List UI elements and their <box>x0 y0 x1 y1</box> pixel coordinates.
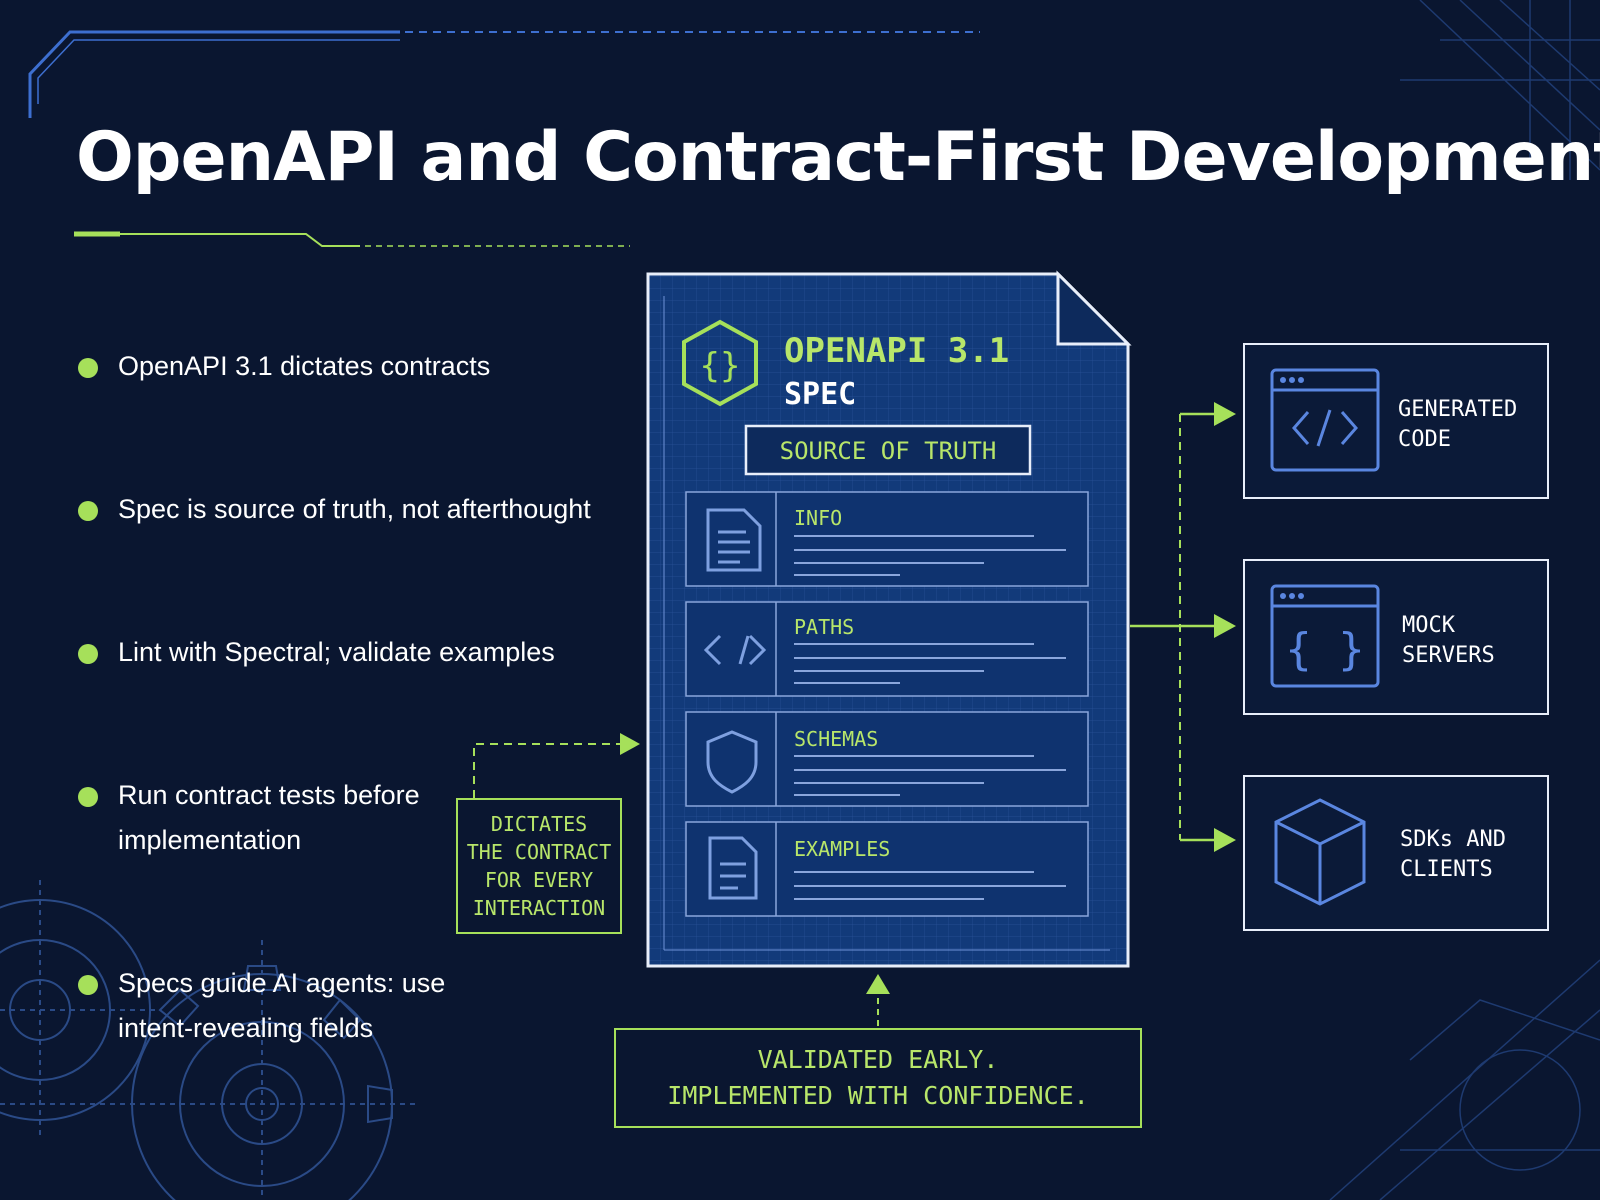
spec-section-paths <box>685 601 1089 697</box>
braces-hexagon-icon: {} <box>682 319 758 407</box>
bullet-list: OpenAPI 3.1 dictates contracts Spec is s… <box>78 344 598 1043</box>
bullet-dot-icon <box>78 787 98 807</box>
bullet-dot-icon <box>78 358 98 378</box>
output-label: CLIENTS <box>1400 857 1493 882</box>
bullet-item: Run contract tests before implementation <box>78 773 598 863</box>
bullet-item: OpenAPI 3.1 dictates contracts <box>78 344 598 389</box>
cube-icon <box>1274 798 1366 906</box>
bullet-dot-icon <box>78 501 98 521</box>
output-label: CODE <box>1398 427 1451 452</box>
shield-icon <box>706 730 758 794</box>
dictates-callout: DICTATES THE CONTRACT FOR EVERY INTERACT… <box>456 798 622 934</box>
bullet-item: Lint with Spectral; validate examples <box>78 630 598 675</box>
top-left-frame <box>28 30 980 118</box>
document-icon <box>706 508 762 572</box>
bullet-item: Specs guide AI agents: use intent-reveal… <box>78 961 478 1051</box>
svg-text:{}: {} <box>700 346 741 386</box>
file-lines-icon <box>708 836 758 900</box>
source-of-truth-badge <box>744 424 1032 476</box>
output-card-sdks-clients <box>1243 775 1549 931</box>
code-window-icon <box>1270 368 1380 472</box>
bullet-item: Spec is source of truth, not afterthough… <box>78 487 598 532</box>
spec-section-label: PATHS <box>794 615 854 639</box>
output-card-mock-servers: { } <box>1243 559 1549 715</box>
spec-subtitle: SPEC <box>784 377 856 412</box>
output-label: MOCK <box>1402 613 1456 638</box>
bottom-right-decor <box>1329 959 1600 1200</box>
spec-section-info <box>685 491 1089 587</box>
title-underline <box>74 231 630 247</box>
spec-section-label: INFO <box>794 506 842 530</box>
spec-section-label: EXAMPLES <box>794 837 890 861</box>
spec-section-examples <box>685 821 1089 917</box>
output-card-generated-code <box>1243 343 1549 499</box>
page-title: OpenAPI and Contract-First Development <box>76 118 1600 197</box>
output-label: GENERATED <box>1398 397 1517 422</box>
source-of-truth-label: SOURCE OF TRUTH <box>780 437 997 465</box>
spec-title: OPENAPI 3.1 <box>784 331 1009 371</box>
connector-arrows <box>473 412 1216 1026</box>
arrow-heads <box>620 402 1236 994</box>
svg-text:{ }: { } <box>1285 624 1364 675</box>
output-label: SDKs AND <box>1400 827 1506 852</box>
spec-section-label: SCHEMAS <box>794 727 878 751</box>
validated-early-box: VALIDATED EARLY. IMPLEMENTED WITH CONFID… <box>614 1028 1142 1128</box>
top-right-decor <box>1400 0 1600 180</box>
spec-section-schemas <box>685 711 1089 807</box>
code-icon <box>703 634 767 666</box>
bullet-dot-icon <box>78 644 98 664</box>
gear-icon <box>0 880 420 1200</box>
output-label: SERVERS <box>1402 643 1495 668</box>
bullet-dot-icon <box>78 975 98 995</box>
braces-window-icon <box>1270 584 1380 688</box>
